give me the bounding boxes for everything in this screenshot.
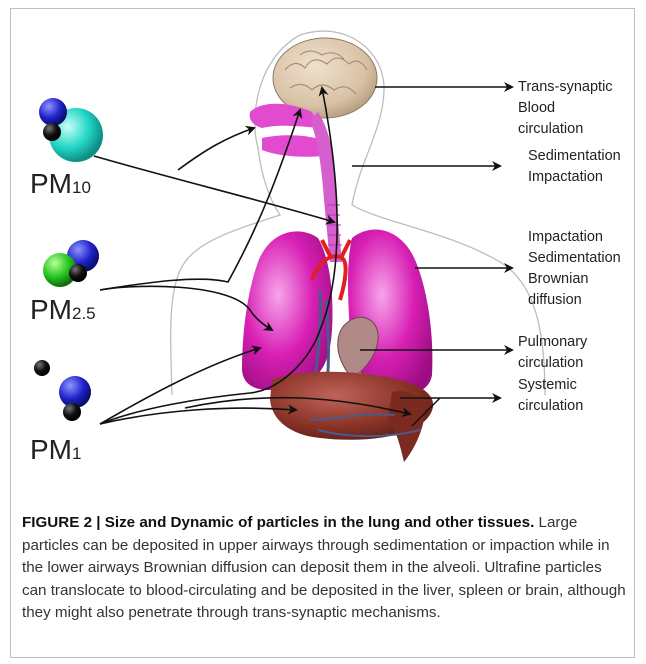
oral-cavity — [262, 135, 322, 157]
pm25-label: PM2.5 — [30, 294, 96, 326]
caption-title: FIGURE 2 | Size and Dynamic of particles… — [22, 514, 534, 531]
right-lung — [242, 231, 332, 390]
figure-caption: FIGURE 2 | Size and Dynamic of particles… — [22, 512, 627, 625]
pm25-particles — [43, 240, 99, 287]
pm10-particles — [39, 98, 103, 162]
stomach — [388, 391, 425, 462]
pm10-label: PM10 — [30, 168, 91, 200]
pm1-label: PM1 — [30, 434, 81, 466]
pm1-particles — [34, 360, 91, 421]
